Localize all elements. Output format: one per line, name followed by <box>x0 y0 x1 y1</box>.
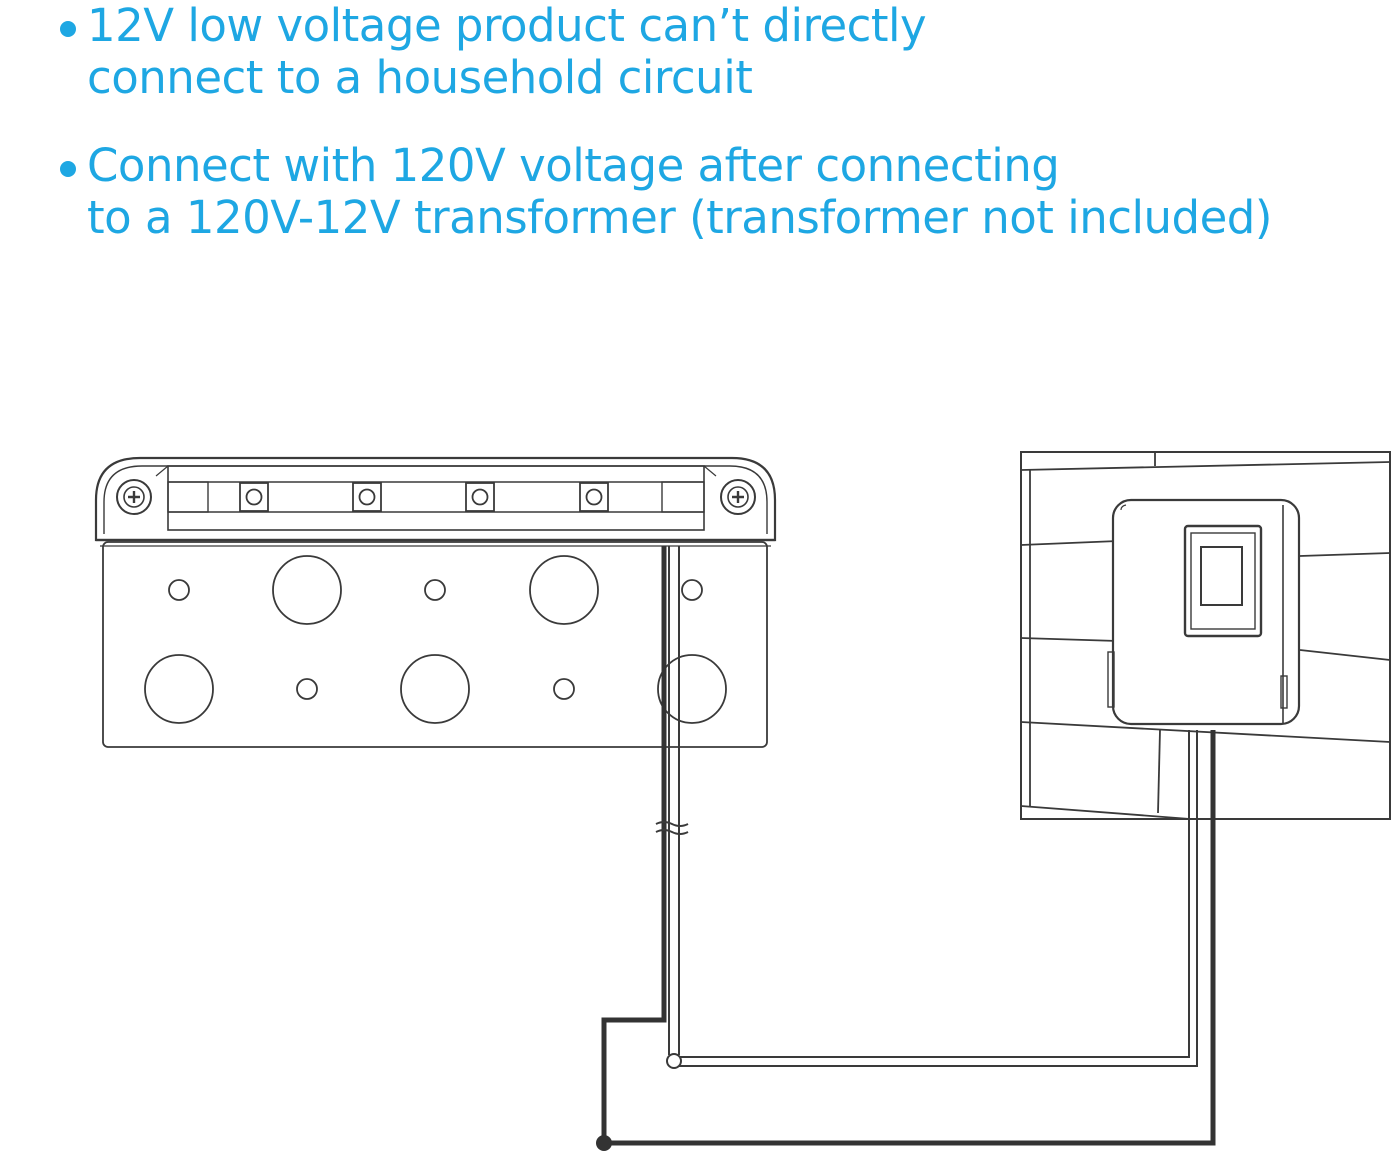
mount-hole-large <box>529 555 599 625</box>
notes-section: 12V low voltage product can’t directly c… <box>0 0 1392 260</box>
mount-hole-large <box>272 555 342 625</box>
phillips-screw-icon <box>116 479 152 515</box>
wall-outlet-icon <box>1020 451 1391 820</box>
note-low-voltage: 12V low voltage product can’t directly c… <box>60 0 927 104</box>
mount-hole-large <box>400 654 470 724</box>
cable-break-symbol-icon <box>655 821 689 835</box>
step-light-fixture-icon <box>94 456 777 748</box>
mount-hole-small <box>296 678 318 700</box>
thick-wire-junction <box>596 1135 612 1151</box>
note-1-line-1: 12V low voltage product can’t directly <box>87 0 927 52</box>
led-window-icon <box>465 482 495 512</box>
bullet-dot-icon <box>60 161 76 177</box>
note-transformer: Connect with 120V voltage after connecti… <box>60 140 1272 244</box>
thin-wire-junction <box>666 1053 682 1069</box>
note-2-line-2: to a 120V-12V transformer (transformer n… <box>87 191 1272 244</box>
fixture-hood <box>94 456 777 542</box>
mount-hole-small <box>553 678 575 700</box>
thin-wire <box>0 546 1198 1067</box>
thick-wire <box>0 546 1216 1146</box>
led-window-icon <box>352 482 382 512</box>
mount-hole-large <box>657 654 727 724</box>
led-window-icon <box>579 482 609 512</box>
phillips-screw-icon <box>720 479 756 515</box>
wiring <box>0 546 1216 1151</box>
mount-hole-small <box>168 579 190 601</box>
mount-hole-small <box>424 579 446 601</box>
note-2-line-1: Connect with 120V voltage after connecti… <box>87 139 1060 192</box>
note-1-line-2: connect to a household circuit <box>87 51 753 104</box>
plug-in-transformer-icon <box>1107 498 1301 726</box>
mount-hole-small <box>681 579 703 601</box>
bullet-dot-icon <box>60 21 76 37</box>
mount-hole-large <box>144 654 214 724</box>
led-window-icon <box>239 482 269 512</box>
fixture-back-plate <box>102 541 768 748</box>
